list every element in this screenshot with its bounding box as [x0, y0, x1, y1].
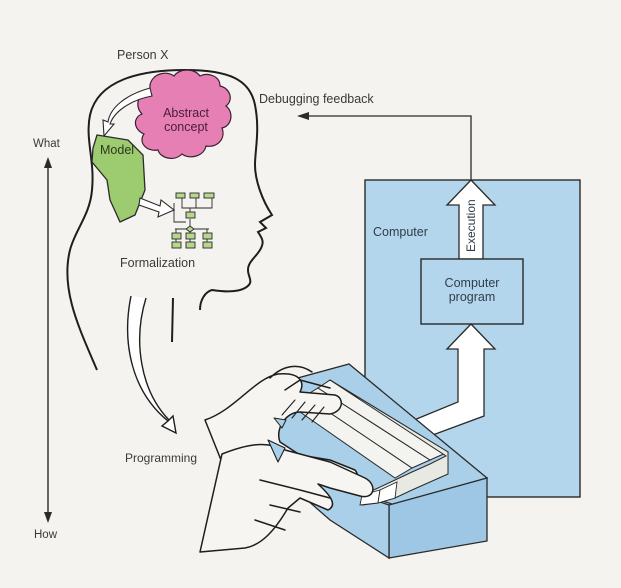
- model-label: Model: [100, 143, 135, 157]
- programming-label: Programming: [125, 451, 198, 465]
- concept-to-model-arrow-icon: [102, 87, 153, 138]
- computer-program-label: Computer program: [421, 276, 523, 304]
- person-label: Person X: [117, 48, 169, 62]
- abstract-concept-cloud: [134, 69, 232, 159]
- model-to-formalization-arrow-icon: [138, 197, 176, 218]
- axis-how-label: How: [34, 529, 58, 541]
- execution-arrow-icon: [445, 179, 497, 260]
- head-outline: [66, 68, 274, 371]
- debugging-feedback-arrow: [297, 112, 472, 180]
- execution-label: Execution: [464, 199, 478, 252]
- model-shape: [91, 134, 146, 223]
- computer-program-label-line2: program: [448, 290, 496, 304]
- formalization-label: Formalization: [120, 256, 196, 270]
- input-arrow-icon: [412, 323, 497, 437]
- what-how-axis: [44, 157, 52, 523]
- debugging-feedback-label: Debugging feedback: [259, 92, 374, 106]
- hands: [199, 365, 374, 553]
- computer-label: Computer: [373, 225, 428, 239]
- abstract-concept-label: Abstract concept: [156, 106, 216, 134]
- computer-program-box: [420, 258, 524, 325]
- programming-arrow-icon: [126, 295, 177, 435]
- abstract-concept-label-line2: concept: [164, 120, 208, 134]
- formalization-flowchart: [171, 192, 215, 249]
- computer-program-label-line1: Computer: [444, 276, 500, 290]
- abstract-concept-label-line1: Abstract: [163, 106, 209, 120]
- axis-what-label: What: [33, 138, 60, 150]
